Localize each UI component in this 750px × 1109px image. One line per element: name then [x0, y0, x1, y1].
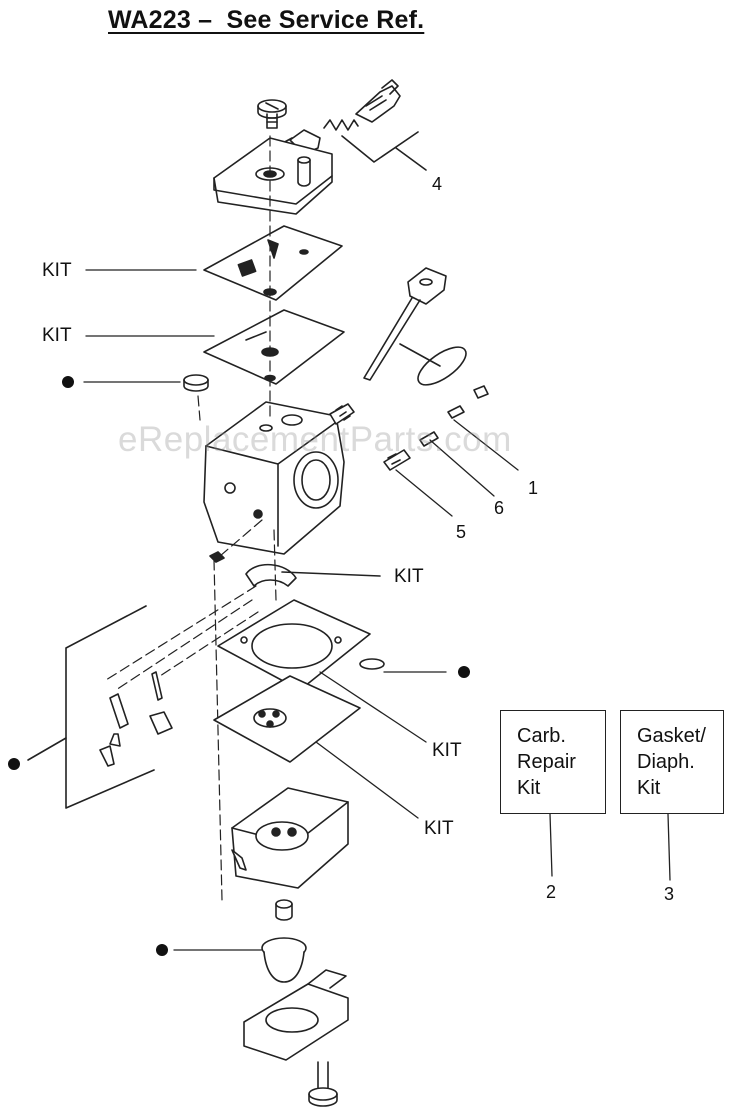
callout-5: 5: [456, 522, 467, 542]
gasket-diaph-line-3: Kit: [637, 777, 661, 799]
callout-2: 2: [546, 882, 557, 902]
metering-cover: [213, 137, 333, 215]
bottom-screw: [308, 1061, 338, 1107]
primer-bulb: [261, 937, 307, 983]
diagram-title: WA223 – See Service Ref.: [108, 6, 425, 34]
callout-6: 6: [494, 498, 505, 518]
fuel-pump-body: [231, 787, 349, 889]
bullet-marker: [8, 758, 20, 770]
pump-diaphragm: [213, 675, 361, 763]
kit-label-diaphragm: KIT: [42, 325, 72, 346]
throttle-shaft: [363, 267, 489, 399]
top-screw: [257, 99, 287, 129]
bullet-marker: [62, 376, 74, 388]
bullet-marker: [156, 944, 168, 956]
callout-3: 3: [664, 884, 675, 904]
carburetor-body: [203, 401, 345, 555]
bullet-marker: [458, 666, 470, 678]
callout-1: 1: [528, 478, 539, 498]
welch-plug: [183, 374, 209, 392]
upper-gasket: [203, 225, 343, 301]
watermark: eReplacementParts.com: [118, 420, 512, 459]
kit-label-clip: KIT: [394, 566, 424, 587]
primer-retainer: [243, 969, 349, 1061]
kit-label-pump-diaphragm: KIT: [424, 818, 454, 839]
kit-label-upper-gasket: KIT: [42, 260, 72, 281]
lower-gasket: [217, 599, 385, 691]
pump-screw: [275, 899, 293, 921]
carb-repair-kit-box: Carb. Repair Kit: [500, 710, 606, 814]
carb-repair-line-1: Carb.: [517, 725, 566, 747]
jet-parts: [99, 671, 173, 767]
carb-repair-line-2: Repair: [517, 751, 576, 773]
gasket-diaph-kit-box: Gasket/ Diaph. Kit: [620, 710, 724, 814]
gasket-diaph-line-2: Diaph.: [637, 751, 695, 773]
upper-diaphragm: [203, 309, 345, 385]
mixture-needles: [329, 403, 465, 471]
kit-label-lower-gasket: KIT: [432, 740, 462, 761]
carb-repair-line-3: Kit: [517, 777, 541, 799]
gasket-diaph-line-1: Gasket/: [637, 725, 706, 747]
callout-4: 4: [432, 174, 443, 194]
inlet-needle-assembly: [323, 79, 401, 131]
